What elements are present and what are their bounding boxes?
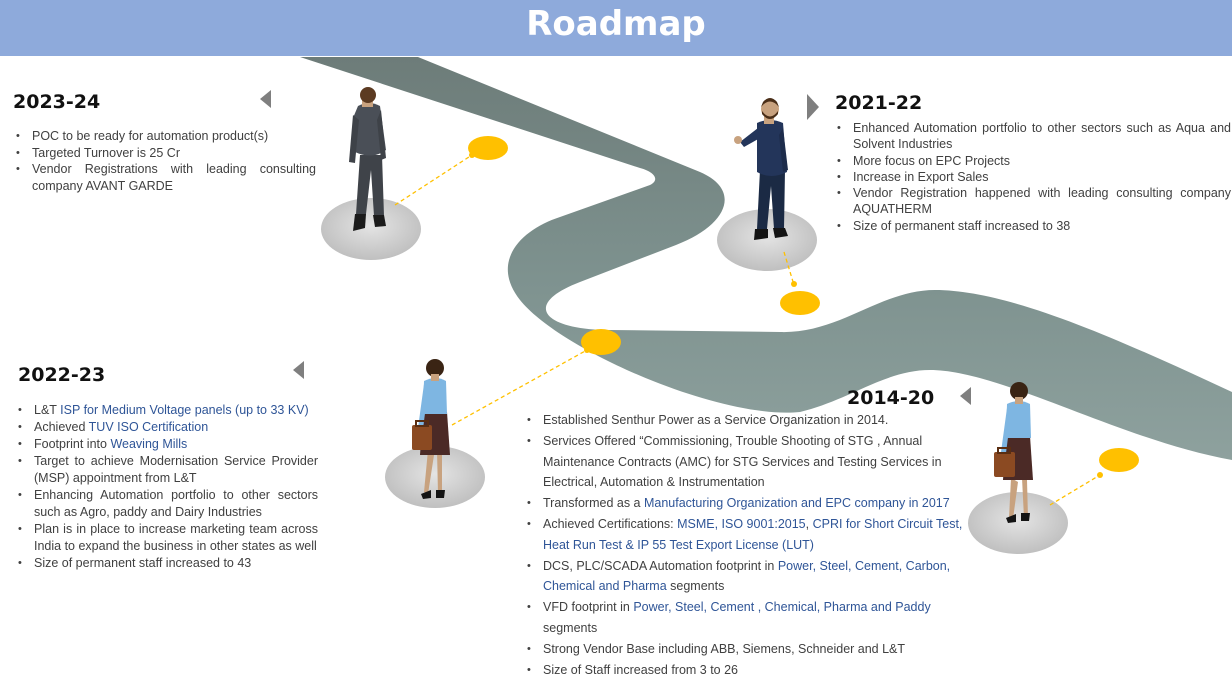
point-s2021-0: Enhanced Automation portfolio to other s…	[835, 120, 1231, 153]
point-text: Footprint into	[34, 437, 111, 451]
highlight-text: Power, Steel, Cement, Carbon, Chemical a…	[543, 558, 951, 594]
road	[300, 57, 1232, 460]
milestone-marker-2014	[1099, 448, 1139, 472]
point-text: Vendor Registration happened with leadin…	[853, 186, 1231, 217]
point-text: Size of Staff increased from 3 to 26	[543, 662, 739, 677]
platform-2022	[385, 446, 485, 508]
point-s2014-6: Strong Vendor Base including ABB, Siemen…	[525, 639, 965, 660]
arrow-left-icon-2023	[260, 90, 271, 108]
arrow-left-icon-2014	[960, 387, 971, 405]
point-text: VFD footprint in	[543, 600, 634, 615]
point-text: DCS, PLC/SCADA Automation footprint in	[543, 558, 778, 573]
point-s2022-6: Size of permanent staff increased to 43	[16, 555, 318, 572]
milestone-marker-2021	[780, 291, 820, 315]
point-text: Plan is in place to increase marketing t…	[34, 522, 318, 553]
point-s2014-7: Size of Staff increased from 3 to 26	[525, 660, 965, 681]
point-text: Services Offered “Commissioning, Trouble…	[543, 433, 942, 490]
businesswoman-2014-icon	[994, 382, 1033, 523]
point-s2023-0: POC to be ready for automation product(s…	[14, 128, 316, 145]
point-text: Achieved Certifications:	[543, 516, 678, 531]
point-s2022-4: Enhancing Automation portfolio to other …	[16, 487, 318, 521]
point-text: Vendor Registrations with leading consul…	[32, 162, 316, 193]
point-s2021-2: Increase in Export Sales	[835, 169, 1231, 186]
point-s2022-2: Footprint into Weaving Mills	[16, 436, 318, 453]
businesswoman-2022-icon	[412, 359, 450, 499]
businessman-2023-icon	[349, 87, 386, 231]
point-text: Increase in Export Sales	[853, 169, 989, 184]
highlight-text: Manufacturing Organization and EPC compa…	[643, 496, 950, 511]
point-text: Target to achieve Modernisation Service …	[34, 454, 318, 485]
platform-2014	[968, 492, 1068, 554]
point-s2023-2: Vendor Registrations with leading consul…	[14, 161, 316, 194]
highlight-text: TUV ISO Certification	[88, 420, 209, 434]
point-s2021-1: More focus on EPC Projects	[835, 153, 1231, 170]
businessman-2021-icon	[734, 98, 788, 240]
connector-2021	[783, 251, 795, 286]
milestone-marker-2023	[468, 136, 508, 160]
point-text: segments	[666, 579, 725, 594]
point-s2021-4: Size of permanent staff increased to 38	[835, 218, 1231, 235]
point-text: Strong Vendor Base including ABB, Siemen…	[543, 641, 906, 656]
platform-2023	[321, 198, 421, 260]
connector-2023	[394, 154, 473, 206]
point-s2022-0: L&T ISP for Medium Voltage panels (up to…	[16, 402, 318, 419]
connector-2014	[1049, 474, 1101, 506]
point-s2023-1: Targeted Turnover is 25 Cr	[14, 145, 316, 162]
point-s2022-5: Plan is in place to increase marketing t…	[16, 521, 318, 555]
points-2021-22: Enhanced Automation portfolio to other s…	[835, 120, 1231, 234]
connector-2022	[451, 349, 588, 426]
point-text: Targeted Turnover is 25 Cr	[32, 145, 180, 160]
point-s2014-5: VFD footprint in Power, Steel, Cement , …	[525, 597, 965, 639]
point-text: Achieved	[34, 420, 89, 434]
point-s2014-0: Established Senthur Power as a Service O…	[525, 410, 965, 431]
platform-2021	[717, 209, 817, 271]
point-text: More focus on EPC Projects	[853, 153, 1011, 168]
point-text: Size of permanent staff increased to 38	[853, 218, 1071, 233]
year-heading-2014-20: 2014-20	[847, 387, 935, 409]
point-s2014-1: Services Offered “Commissioning, Trouble…	[525, 431, 965, 493]
point-s2022-3: Target to achieve Modernisation Service …	[16, 453, 318, 487]
point-text: Size of permanent staff increased to 43	[34, 556, 252, 570]
point-text: segments	[543, 620, 598, 635]
point-text: Enhanced Automation portfolio to other s…	[853, 121, 1231, 152]
point-text: Established Senthur Power as a Service O…	[543, 413, 889, 427]
point-s2021-3: Vendor Registration happened with leadin…	[835, 185, 1231, 218]
highlight-text: Power, Steel, Cement , Chemical, Pharma …	[633, 600, 931, 615]
point-s2022-1: Achieved TUV ISO Certification	[16, 419, 318, 436]
point-text: POC to be ready for automation product(s…	[32, 129, 269, 143]
points-2023-24: POC to be ready for automation product(s…	[14, 128, 316, 194]
highlight-text: ISP for Medium Voltage panels (up to 33 …	[60, 403, 309, 417]
page-title: Roadmap	[526, 4, 706, 44]
point-text: Transformed as a	[543, 496, 644, 511]
point-s2014-3: Achieved Certifications: MSME, ISO 9001:…	[525, 514, 965, 556]
point-text: ,	[805, 516, 813, 531]
milestone-marker-2022	[581, 329, 621, 355]
year-heading-2023-24: 2023-24	[13, 91, 101, 113]
arrow-left-icon-2022	[293, 361, 304, 379]
arrow-right-icon-2021	[807, 94, 819, 120]
highlight-text: Weaving Mills	[110, 437, 188, 451]
point-text: Enhancing Automation portfolio to other …	[34, 488, 318, 519]
points-2022-23: L&T ISP for Medium Voltage panels (up to…	[16, 402, 318, 572]
points-2014-20: Established Senthur Power as a Service O…	[525, 410, 965, 680]
point-text: L&T	[34, 403, 61, 417]
point-s2014-2: Transformed as a Manufacturing Organizat…	[525, 493, 965, 514]
year-heading-2021-22: 2021-22	[835, 92, 923, 114]
highlight-text: MSME, ISO 9001:2015	[677, 516, 806, 531]
point-s2014-4: DCS, PLC/SCADA Automation footprint in P…	[525, 556, 965, 598]
highlight-text: CPRI for Short Circuit Test, Heat Run Te…	[543, 516, 963, 552]
year-heading-2022-23: 2022-23	[18, 364, 106, 386]
header-bar	[0, 0, 1232, 56]
